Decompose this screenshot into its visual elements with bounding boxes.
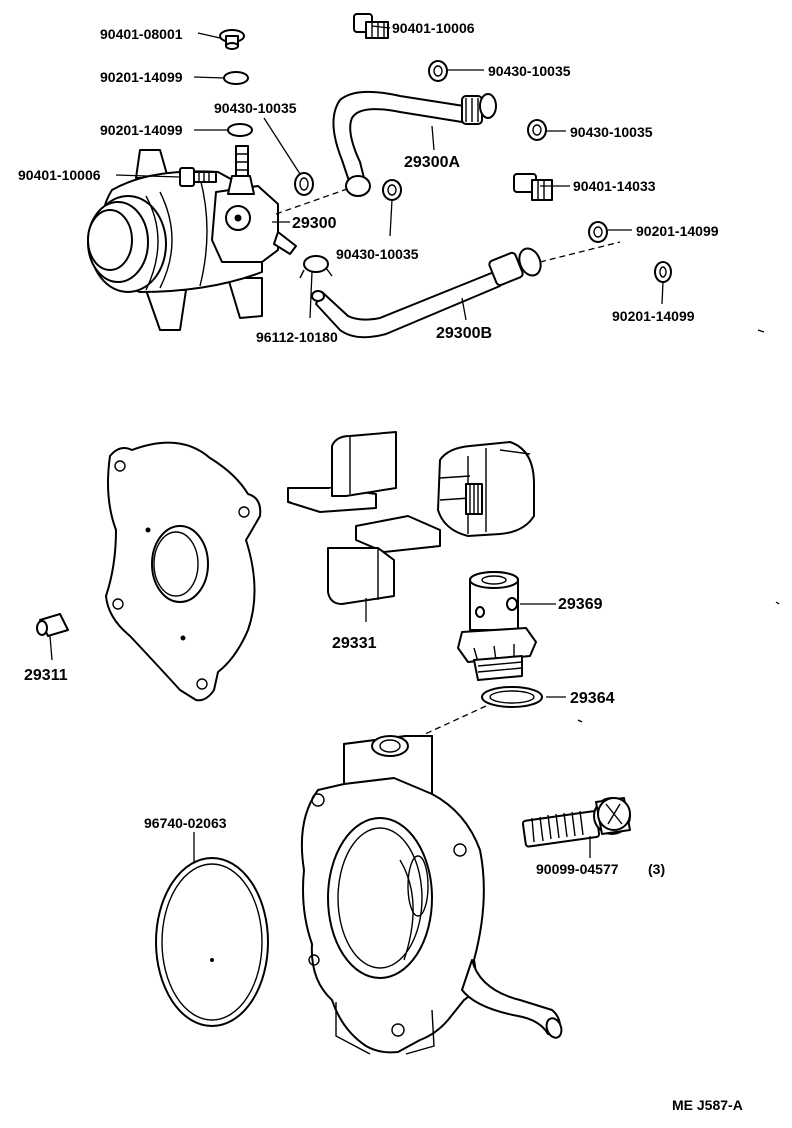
alignment-line: [539, 241, 621, 263]
label-96112-10180: 96112-10180: [256, 329, 338, 345]
washer-90201-14099-b: [227, 123, 253, 137]
label-90099-04577-qty: (3): [648, 861, 665, 877]
bolt-90401-10006-upper: [353, 13, 389, 39]
bolt-90099-04577: [521, 797, 631, 848]
cover-plate: [105, 441, 262, 702]
fitting-29369: [457, 571, 537, 681]
clip-96112-10180: [299, 255, 333, 279]
label-90201-14099-b: 90201-14099: [100, 122, 183, 138]
label-90201-14099-c: 90201-14099: [636, 223, 719, 239]
alignment-line: [411, 705, 487, 741]
label-90201-14099-a: 90201-14099: [100, 69, 183, 85]
part-labels: 90401-08001 90201-14099 90201-14099 9040…: [18, 20, 743, 1113]
alignment-line: [275, 187, 351, 215]
label-90430-10035-low: 90430-10035: [336, 246, 419, 262]
label-29364: 29364: [570, 690, 615, 707]
gasket-90430-10035-top: [428, 60, 448, 82]
leader-lines-bottom: [193, 832, 591, 862]
o-ring-96740-02063: [155, 857, 269, 1027]
label-90401-10006-lower: 90401-10006: [18, 167, 101, 183]
pin-29311: [36, 613, 69, 637]
stray-mark: [757, 329, 765, 333]
label-90430-10035-top: 90430-10035: [488, 63, 571, 79]
label-96740-02063: 96740-02063: [144, 815, 227, 831]
label-29300: 29300: [292, 215, 337, 232]
vane-29331-lower: [327, 515, 441, 605]
gasket-90430-10035-mid: [527, 119, 547, 141]
washer-90201-14099-c: [588, 221, 608, 243]
gasket-29364: [481, 686, 543, 708]
label-90430-10035-mid: 90430-10035: [570, 124, 653, 140]
label-29300B: 29300B: [436, 325, 492, 342]
stray-mark: [775, 601, 780, 605]
cap-90401-08001: [219, 29, 245, 50]
label-29369: 29369: [558, 596, 603, 613]
hose-29300A: [332, 90, 497, 197]
label-90401-14033: 90401-14033: [573, 178, 656, 194]
vacuum-pump-29300: [211, 145, 297, 263]
hose-29300B: [311, 247, 542, 339]
bolt-90401-14033: [513, 173, 553, 201]
washer-90201-14099-a: [223, 71, 249, 85]
label-90099-04577: 90099-04577: [536, 861, 619, 877]
stray-mark: [577, 719, 583, 723]
label-90201-14099-d: 90201-14099: [612, 308, 695, 324]
washer-90201-14099-d: [654, 261, 672, 283]
pump-housing: [300, 735, 563, 1055]
vane-29331-upper: [287, 431, 397, 513]
rotor: [437, 441, 535, 537]
label-90401-10006-upper: 90401-10006: [392, 20, 475, 36]
label-29311: 29311: [24, 667, 68, 684]
label-90401-08001: 90401-08001: [100, 26, 183, 42]
reference-code: ME J587-A: [672, 1097, 743, 1113]
gasket-90430-10035-left: [294, 172, 314, 196]
gasket-90430-10035-low: [382, 179, 402, 201]
leader-lines-top: [115, 25, 664, 321]
label-29331: 29331: [332, 635, 377, 652]
leader-lines-mid: [49, 598, 566, 698]
label-90430-10035-left: 90430-10035: [214, 100, 297, 116]
label-29300A: 29300A: [404, 154, 460, 171]
